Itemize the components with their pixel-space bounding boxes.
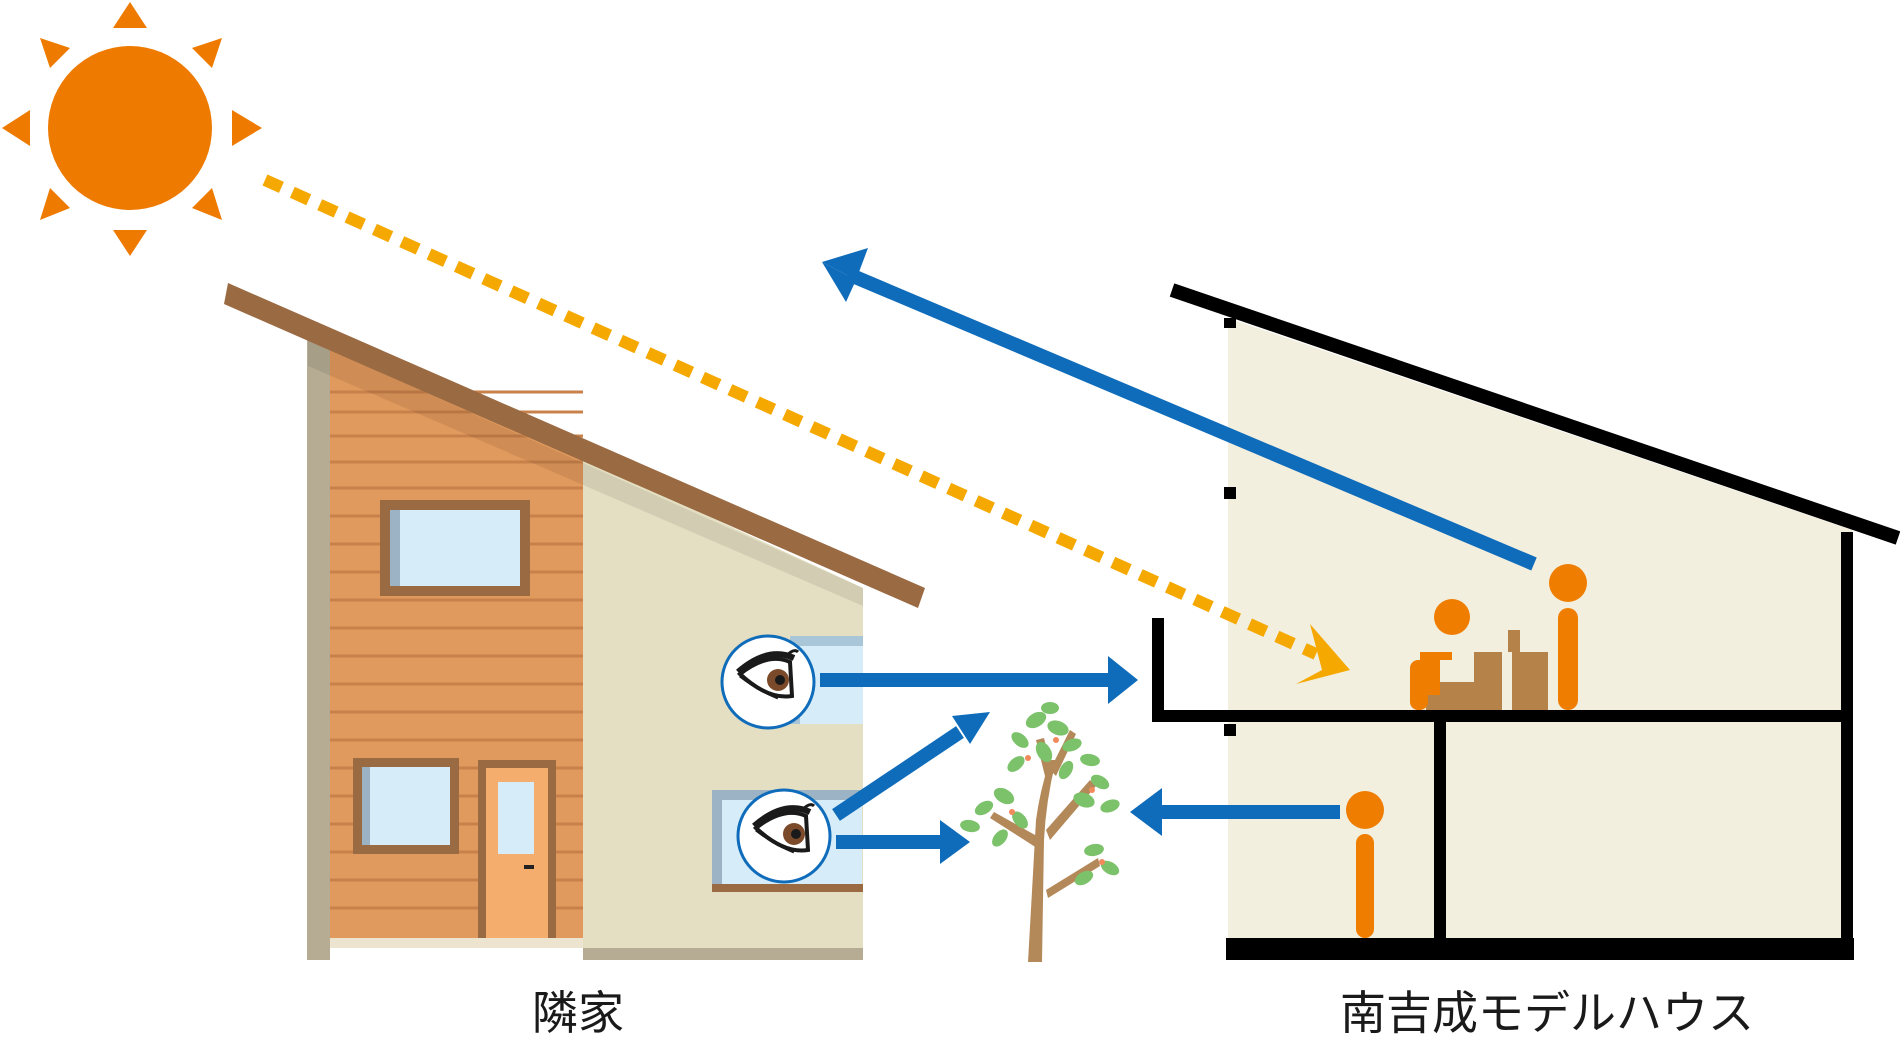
view-arrow-sky <box>845 267 1537 571</box>
model-house <box>1152 283 1900 960</box>
person-icon <box>1549 564 1587 710</box>
sunlight-path <box>262 174 1350 684</box>
model-house-label: 南吉成モデルハウス <box>1340 986 1754 1040</box>
front-door <box>478 760 556 938</box>
person-icon <box>1410 599 1470 710</box>
ground-floor-slab <box>1226 938 1854 960</box>
window <box>353 758 459 854</box>
neighbor-house-roof <box>224 283 925 608</box>
eye-icon <box>720 634 816 730</box>
tree-icon <box>960 702 1120 962</box>
person-icon <box>1346 791 1384 938</box>
view-arrows <box>820 248 1537 864</box>
model-house-roof <box>1169 283 1900 545</box>
view-arrow-diagonal <box>832 726 964 821</box>
window <box>380 500 530 596</box>
sunlight-arrowhead <box>1296 624 1350 684</box>
sun-icon <box>2 2 262 256</box>
neighbor-house-label: 隣家 <box>532 986 624 1040</box>
eye-icon <box>736 788 832 884</box>
furniture <box>1426 630 1548 710</box>
model-house-interior <box>1228 318 1852 948</box>
